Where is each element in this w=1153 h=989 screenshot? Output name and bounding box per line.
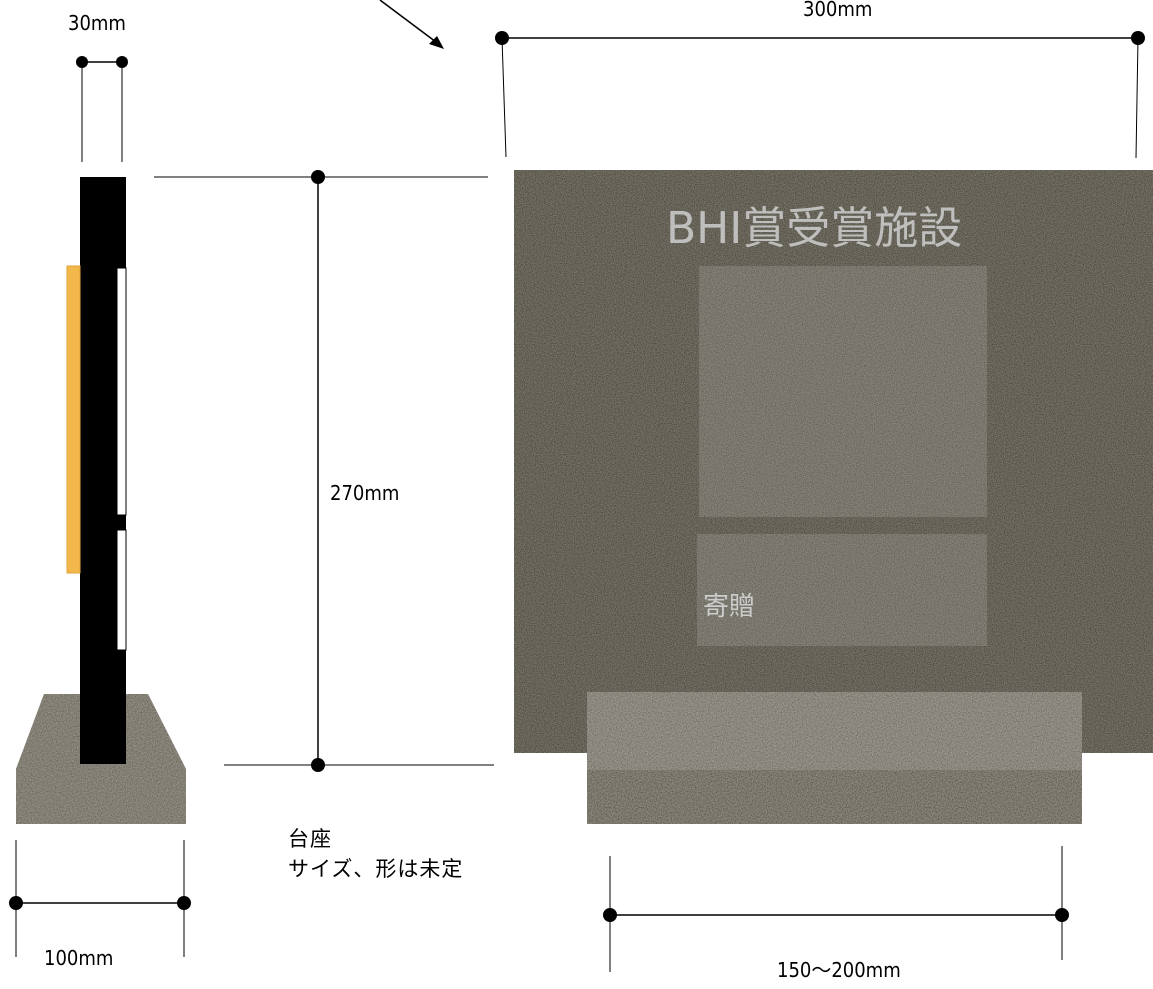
plaque-panel-upper [699, 266, 987, 517]
thickness-dimension: 30mm [68, 11, 128, 162]
height-label: 270mm [330, 481, 399, 505]
front-width-label: 300mm [803, 0, 872, 21]
base-note-line1: 台座 [288, 827, 332, 851]
front-base [587, 692, 1082, 824]
height-dimension: 270mm [154, 170, 494, 772]
front-base-width-label: 150〜200mm [777, 958, 901, 982]
plaque-panel-donation [697, 534, 987, 646]
side-base-width-label: 100mm [44, 946, 113, 970]
base-note-line2: サイズ、形は未定 [288, 857, 463, 881]
inset-lower [116, 529, 127, 651]
accent-plate [66, 265, 81, 574]
side-base-width-dimension: 100mm [9, 840, 191, 970]
front-view: 300mm BHI賞受賞施設 寄贈 150〜200mm [495, 0, 1153, 982]
front-width-dimension: 300mm [495, 0, 1145, 159]
engraved-title: BHI賞受賞施設 [666, 203, 962, 254]
inset-upper [116, 267, 127, 516]
side-view: 30mm 100mm [9, 11, 191, 970]
granite-plaque [514, 170, 1153, 753]
pointer-arrow [379, 0, 444, 49]
base-note: 台座 サイズ、形は未定 [288, 827, 463, 881]
thickness-label: 30mm [68, 11, 126, 35]
engraved-donation: 寄贈 [703, 592, 755, 622]
front-base-top-highlight [587, 692, 1082, 770]
front-base-width-dimension: 150〜200mm [603, 846, 1069, 982]
